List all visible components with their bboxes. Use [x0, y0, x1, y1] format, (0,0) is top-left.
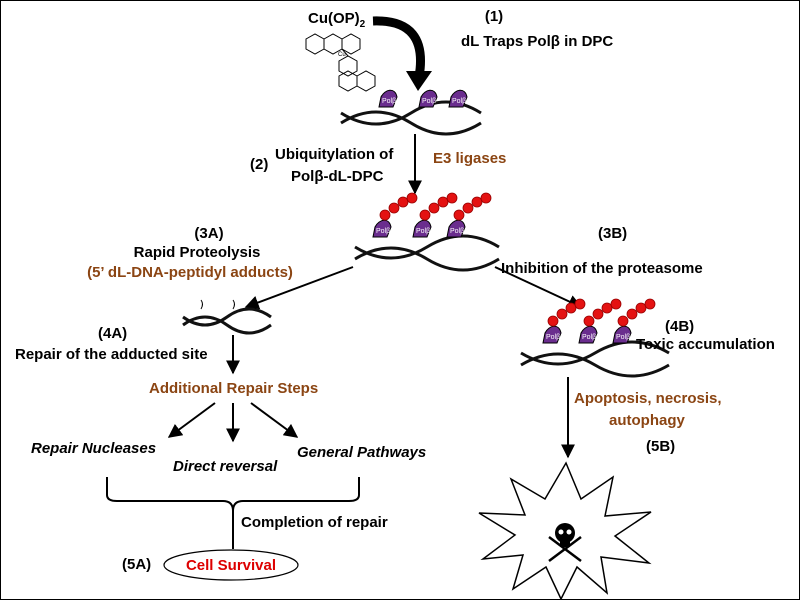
- copper-phenanthroline-icon: Cu: [305, 33, 376, 92]
- step4a-text: Repair of the adducted site: [15, 346, 208, 363]
- polb-protein-icon: [448, 89, 468, 108]
- step2-line2: Polβ-dL-DPC: [291, 168, 384, 185]
- polb-label: Polβ: [450, 228, 464, 235]
- additional-repair-label: Additional Repair Steps: [149, 380, 318, 397]
- proteasome-arrow: [494, 266, 583, 309]
- step3a-number: (3A): [194, 225, 223, 242]
- polb-label: Polβ: [616, 334, 630, 341]
- dna-polb-accumulated: Polβ Polβ Polβ: [520, 298, 670, 378]
- death-line2: autophagy: [609, 412, 685, 429]
- proteolysis-arrow: [244, 266, 354, 310]
- repair-nucleases-label: Repair Nucleases: [31, 440, 156, 457]
- step5a-number: (5A): [122, 556, 151, 573]
- binding-arrowhead: [406, 71, 432, 91]
- step4a-number: (4A): [98, 325, 127, 342]
- step5b-number: (5B): [646, 438, 675, 455]
- polb-protein-icon: [418, 89, 438, 108]
- step3b-text: Inhibition of the proteasome: [501, 260, 703, 277]
- cell-survival-label: Cell Survival: [186, 557, 276, 574]
- step2-line1: Ubiquitylation of: [275, 146, 394, 163]
- e3-ligases-label: E3 ligases: [433, 150, 506, 167]
- skull-icon: [548, 523, 582, 562]
- svg-text:Cu: Cu: [338, 52, 346, 58]
- polb-label: Polβ: [382, 98, 396, 105]
- dna-polb-complex-top: Polβ Polβ Polβ: [340, 89, 482, 136]
- step1-number: (1): [485, 8, 503, 25]
- complex-label: Cu(OP)2: [308, 10, 366, 30]
- step4b-text: Toxic accumulation: [636, 336, 775, 353]
- dna-adducted-site: [182, 299, 272, 335]
- binding-curved-arrow: [372, 16, 425, 78]
- polb-label: Polβ: [376, 228, 390, 235]
- completion-label: Completion of repair: [241, 514, 388, 531]
- ubiquitin-chain-icon: [379, 192, 492, 221]
- step3a-title: Rapid Proteolysis: [134, 244, 261, 261]
- cell-survival-oval: [163, 549, 299, 581]
- death-line1: Apoptosis, necrosis,: [574, 390, 722, 407]
- ubiquitin-chain-icon: [547, 298, 656, 327]
- polb-protein-icon: [378, 89, 398, 108]
- direct-reversal-label: Direct reversal: [173, 458, 278, 475]
- polb-label: Polβ: [422, 98, 436, 105]
- polb-label: Polβ: [582, 334, 596, 341]
- general-pathways-label: General Pathways: [297, 444, 426, 461]
- polb-label: Polβ: [416, 228, 430, 235]
- step1-text: dL Traps Polβ in DPC: [461, 33, 613, 50]
- dna-polb-ubiquitylated: Polβ Polβ Polβ: [354, 192, 500, 272]
- step4b-number: (4B): [665, 318, 694, 335]
- step3b-number: (3B): [598, 225, 627, 242]
- nucleases-arrow: [167, 402, 216, 438]
- step2-number: (2): [250, 156, 268, 173]
- step3a-adducts: (5’ dL-DNA-peptidyl adducts): [87, 264, 293, 281]
- polb-label: Polβ: [546, 334, 560, 341]
- general-arrow: [250, 402, 299, 438]
- repair-brace: [106, 477, 360, 512]
- polb-label: Polβ: [452, 98, 466, 105]
